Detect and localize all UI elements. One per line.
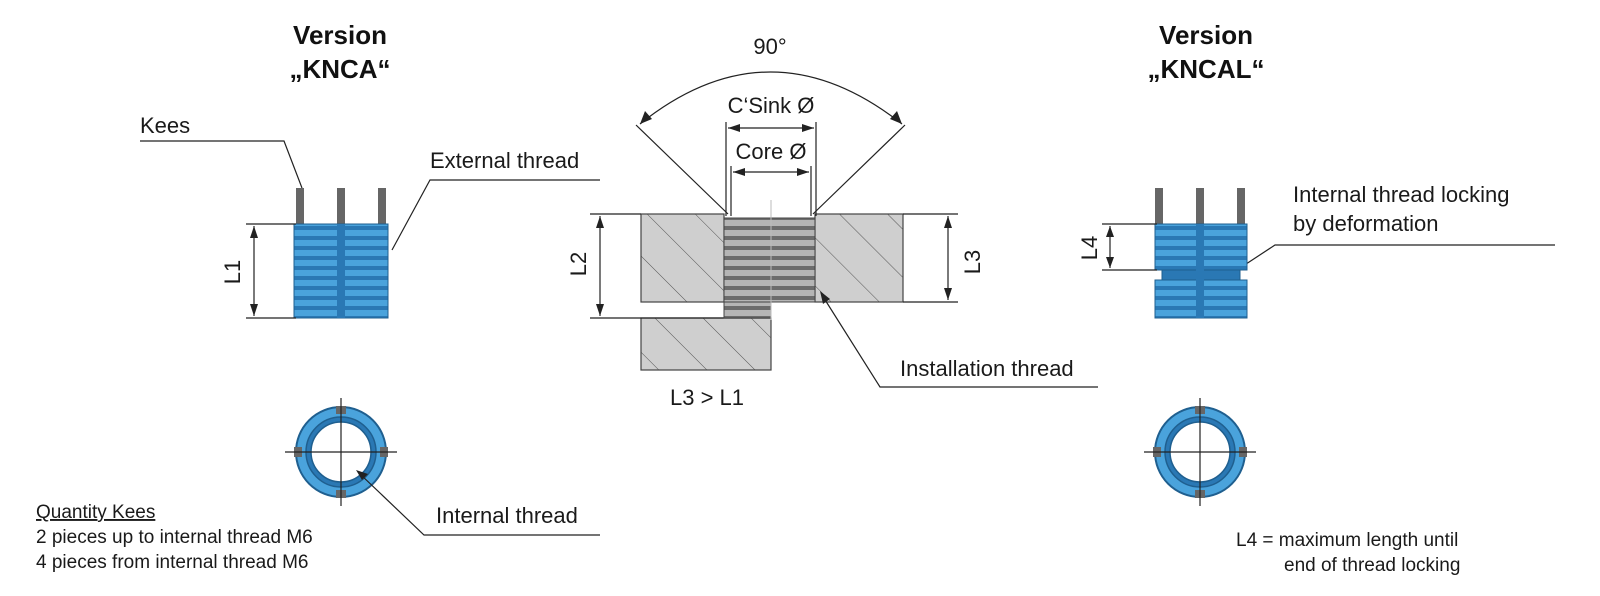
knca-key-2	[337, 188, 345, 248]
angle-arc	[639, 71, 903, 125]
locking-leader	[1239, 244, 1555, 269]
kees-leader	[140, 140, 303, 189]
label-l1: L1	[220, 260, 245, 284]
label-csink: C‘Sink Ø	[728, 93, 815, 118]
knca-key-1	[296, 188, 304, 230]
knca-insert-slot	[337, 224, 345, 318]
knca-key-3	[378, 188, 386, 230]
kncal-title-line2: „KNCAL“	[1148, 54, 1265, 84]
kncal-key-2	[1196, 188, 1204, 248]
label-locking-line1: Internal thread locking	[1293, 182, 1509, 207]
threaded-bore	[723, 217, 816, 303]
internal-thread-leader	[359, 473, 600, 536]
label-installation-thread: Installation thread	[900, 356, 1074, 381]
workpiece-section: 90° C‘Sink Ø Core Ø L2 L3 Installation t…	[566, 34, 1098, 410]
kncal-key-3	[1237, 188, 1245, 230]
label-angle: 90°	[753, 34, 786, 59]
l4-note-line1: L4 = maximum length until	[1236, 530, 1458, 551]
external-thread-leader	[391, 179, 600, 251]
knca-title-line2: „KNCA“	[289, 54, 390, 84]
label-internal-thread: Internal thread	[436, 503, 578, 528]
label-kees: Kees	[140, 113, 190, 138]
installation-thread-leader	[821, 294, 1098, 388]
kncal-key-1	[1155, 188, 1163, 230]
label-relation: L3 > L1	[670, 385, 744, 410]
workpiece-right-block	[814, 213, 904, 303]
l4-note-line2: end of thread locking	[1284, 555, 1460, 576]
kncal-section: Version „KNCAL“ Internal thread locking …	[1077, 20, 1555, 576]
workpiece-lower-block	[640, 317, 772, 371]
knca-title-line1: Version	[293, 20, 387, 50]
quantity-line-1: 2 pieces up to internal thread M6	[36, 527, 313, 548]
workpiece-left-block	[640, 213, 725, 303]
kncal-title-line1: Version	[1159, 20, 1253, 50]
label-locking-line2: by deformation	[1293, 211, 1439, 236]
label-l4: L4	[1077, 236, 1102, 260]
label-core: Core Ø	[736, 139, 807, 164]
label-external-thread: External thread	[430, 148, 579, 173]
label-l3: L3	[960, 250, 985, 274]
knca-section: Version „KNCA“ Kees External thread L1	[36, 20, 600, 573]
label-l2: L2	[566, 252, 591, 276]
quantity-heading: Quantity Kees	[36, 502, 155, 523]
knca-top-view	[285, 398, 397, 506]
quantity-line-2: 4 pieces from internal thread M6	[36, 552, 308, 573]
kncal-top-view	[1144, 398, 1256, 506]
